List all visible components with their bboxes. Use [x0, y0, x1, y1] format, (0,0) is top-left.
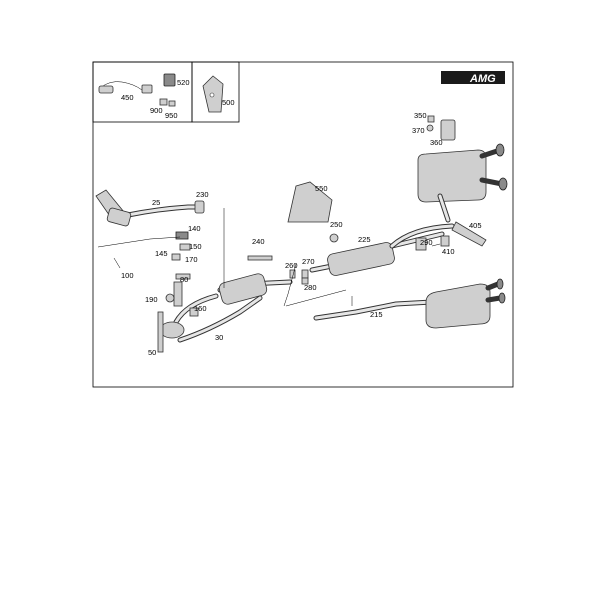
label-190: 190 [145, 295, 158, 304]
label-230: 230 [196, 190, 209, 199]
label-50: 50 [148, 348, 156, 357]
hardware-parts-drawing [157, 115, 487, 353]
label-950: 950 [165, 111, 178, 120]
oxygen-sensor-drawing [98, 73, 176, 107]
bracket-500-drawing [202, 75, 224, 113]
label-140: 140 [188, 224, 201, 233]
label-500: 500 [222, 98, 235, 107]
amg-logo: AMG [406, 71, 505, 85]
part-labels: 450 520 900 950 500 350 370 360 230 550 … [121, 78, 482, 357]
label-450: 450 [121, 93, 134, 102]
label-150: 150 [189, 242, 202, 251]
amg-logo-text: AMG [469, 73, 496, 85]
label-250: 250 [330, 220, 343, 229]
label-80: 80 [180, 275, 188, 284]
label-290: 290 [420, 238, 433, 247]
label-520: 520 [177, 78, 190, 87]
front-catalyst-drawing [95, 189, 201, 227]
label-900: 900 [150, 106, 163, 115]
inset-panel-bracket [191, 61, 240, 123]
label-145: 145 [155, 249, 168, 258]
label-550: 550 [315, 184, 328, 193]
label-280: 280 [304, 283, 317, 292]
label-160: 160 [194, 304, 207, 313]
leader-lines [97, 208, 441, 307]
label-405: 405 [469, 221, 482, 230]
heat-shield-drawing [287, 181, 333, 223]
label-225: 225 [358, 235, 371, 244]
rear-pipe-lower-drawing [313, 278, 506, 329]
label-100: 100 [121, 271, 134, 280]
center-muffler-drawing [309, 223, 455, 276]
label-215: 215 [370, 310, 383, 319]
label-370: 370 [412, 126, 425, 135]
label-240: 240 [252, 237, 265, 246]
label-270: 270 [302, 257, 315, 266]
front-y-pipe-drawing [159, 273, 293, 343]
label-30: 30 [215, 333, 223, 342]
label-410: 410 [442, 247, 455, 256]
rear-muffler-upper-drawing [417, 119, 508, 223]
label-25: 25 [152, 198, 160, 207]
label-360: 360 [430, 138, 443, 147]
label-170: 170 [185, 255, 198, 264]
label-260: 260 [285, 261, 298, 270]
label-350: 350 [414, 111, 427, 120]
diagram-border [92, 61, 514, 388]
